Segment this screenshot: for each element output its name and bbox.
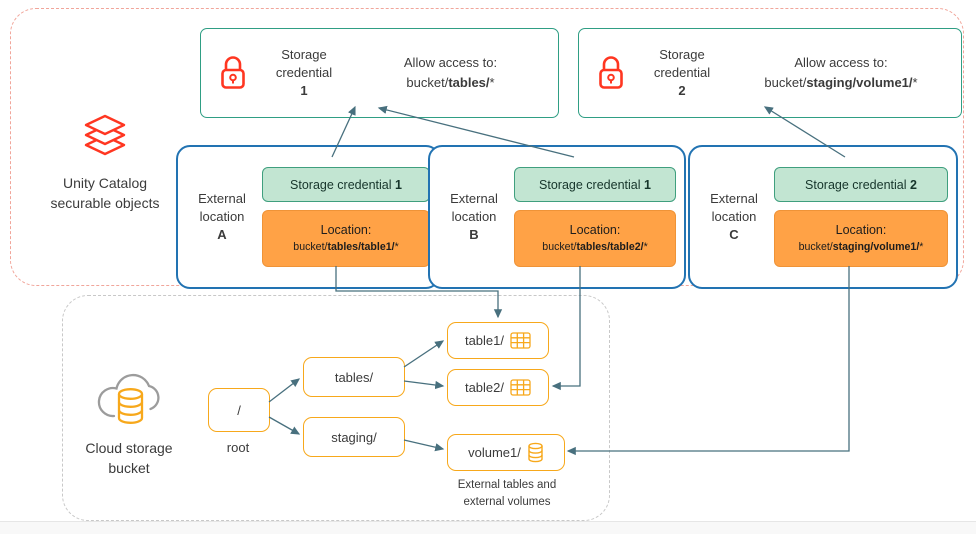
credential-access: Allow access to: bucket/staging/volume1/… bbox=[764, 54, 918, 90]
external-location-b: External location B Storage credential 1… bbox=[428, 145, 686, 289]
folder-tables: tables/ bbox=[303, 357, 405, 397]
cloud-storage-label: Cloud storage bucket bbox=[85, 440, 173, 477]
leaf-table1: table1/ bbox=[447, 322, 549, 359]
external-location-label: External location B bbox=[450, 190, 498, 243]
external-location-c: External location C Storage credential 2… bbox=[688, 145, 958, 289]
folder-staging: staging/ bbox=[303, 417, 405, 457]
page-bottom-strip bbox=[0, 521, 976, 534]
leaves-caption: External tables and external volumes bbox=[457, 479, 557, 508]
lock-icon bbox=[595, 53, 627, 93]
arrow-c-to-volume1 bbox=[566, 266, 850, 456]
storage-credential-chip: Storage credential 1 bbox=[262, 167, 430, 202]
location-chip: Location: bucket/tables/table1/* bbox=[262, 210, 430, 267]
root-label: root bbox=[226, 440, 250, 455]
cloud-storage-icon bbox=[92, 360, 168, 434]
storage-credential-card-1: Storage credential 1 Allow access to: bu… bbox=[200, 28, 559, 118]
volume-cylinder-icon bbox=[527, 442, 544, 463]
credential-title: Storage credential 2 bbox=[653, 46, 711, 99]
unity-catalog-label-block: Unity Catalog securable objects bbox=[25, 112, 185, 214]
credential-access: Allow access to: bucket/tables/* bbox=[403, 54, 498, 90]
table-grid-icon bbox=[510, 332, 531, 349]
storage-credential-card-2: Storage credential 2 Allow access to: bu… bbox=[578, 28, 962, 118]
root-node: / bbox=[208, 388, 270, 432]
lock-icon bbox=[217, 53, 249, 93]
storage-credential-chip: Storage credential 2 bbox=[774, 167, 948, 202]
leaf-table2: table2/ bbox=[447, 369, 549, 406]
location-chip: Location: bucket/tables/table2/* bbox=[514, 210, 676, 267]
external-location-label: External location C bbox=[710, 190, 758, 243]
unity-catalog-label: Unity Catalog securable objects bbox=[50, 175, 160, 212]
external-location-a: External location A Storage credential 1… bbox=[176, 145, 440, 289]
storage-credential-chip: Storage credential 1 bbox=[514, 167, 676, 202]
stacked-layers-icon bbox=[79, 112, 131, 160]
leaf-volume1: volume1/ bbox=[447, 434, 565, 471]
location-chip: Location: bucket/staging/volume1/* bbox=[774, 210, 948, 267]
credential-title: Storage credential 1 bbox=[275, 46, 333, 99]
table-grid-icon bbox=[510, 379, 531, 396]
external-location-label: External location A bbox=[198, 190, 246, 243]
